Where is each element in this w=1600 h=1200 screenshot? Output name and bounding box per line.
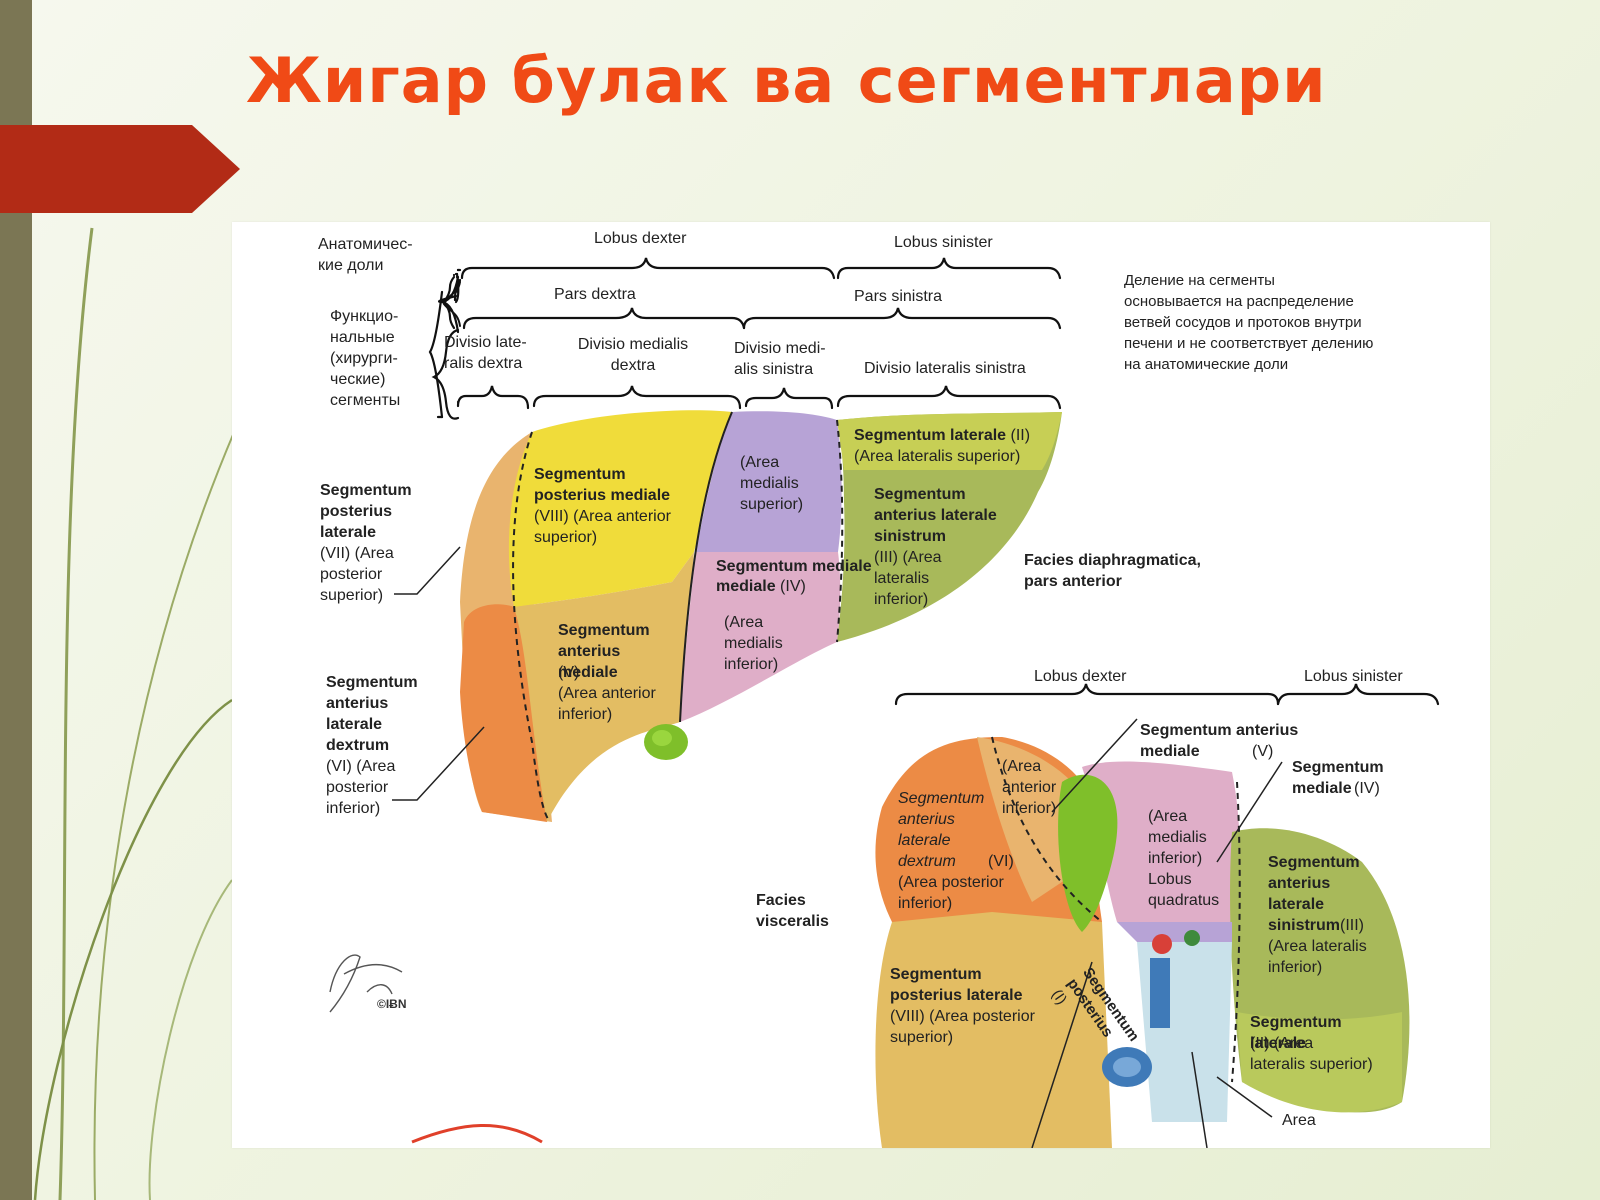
bottom-seg-iii-num: (III)	[1340, 917, 1364, 934]
bottom-seg-v-label: Segmentum anterius mediale	[1140, 722, 1299, 760]
bottom-seg-iv-num: (IV)	[1354, 780, 1380, 797]
bottom-seg-vi-area: (Area posterior inferior)	[898, 874, 1004, 912]
bottom-seg-iv-label: Segmentum mediale	[1292, 759, 1384, 797]
liver-bottom-view	[875, 718, 1410, 1148]
seg-viii-detail: (VIII) (Area anterior superior)	[534, 508, 671, 546]
bottom-seg-viii-detail: (VIII) (Area posterior superior)	[890, 1008, 1035, 1046]
lobus-sinister-label: Lobus sinister	[894, 234, 993, 251]
seg-v-detail: (V) (Area anterior inferior)	[558, 664, 656, 723]
seg-iv-num: (IV)	[780, 578, 806, 595]
pars-dextra-label: Pars dextra	[554, 286, 636, 303]
facies-diaphragmatica-label: Facies diaphragmatica, pars anterior	[1024, 552, 1201, 590]
seg-iii-detail: (III) (Area lateralis inferior)	[874, 549, 942, 608]
bottom-seg-vi-italic: Segmentum anterius laterale dextrum	[898, 790, 985, 870]
bottom-seg-viii-label: Segmentum posterius laterale	[890, 966, 1023, 1004]
bottom-area-cut-label: Area	[1282, 1112, 1316, 1129]
seg-vi-detail: (VI) (Area posterior inferior)	[326, 758, 396, 817]
netter-signature-logo	[329, 954, 403, 1013]
bottom-area-medialis-inferior-lobus: (Area medialis inferior) Lobus quadratus	[1148, 808, 1220, 909]
seg-vii-name: Segmentum posterius laterale	[320, 482, 412, 541]
divisio-medialis-dextra-label: Divisio medialis dextra	[577, 336, 689, 374]
slide-title: Жигар булак ва сегментлари	[246, 44, 1327, 117]
bottom-seg-iii-area: (Area lateralis inferior)	[1268, 938, 1367, 976]
seg-ii-area: (Area lateralis superior)	[854, 448, 1021, 465]
area-medialis-superior: (Area medialis superior)	[740, 454, 804, 513]
icon-logo-mark: ©IɃN	[377, 997, 407, 1011]
segmentation-note: Деление на сегменты основывается на расп…	[1124, 272, 1374, 373]
seg-vi-name: Segmentum anterius laterale dextrum	[326, 674, 418, 754]
area-medialis-inferior: (Area medialis inferior)	[724, 614, 783, 673]
bottom-seg-ii-label: Segmentum laterale	[1250, 1014, 1342, 1052]
pars-sinistra-label: Pars sinistra	[854, 288, 943, 305]
seg-viii-name: Segmentum posterius mediale	[534, 466, 671, 504]
bottom-lobus-dexter-label: Lobus dexter	[1034, 668, 1127, 685]
seg-ii-line: Segmentum laterale (II)	[854, 425, 1030, 446]
functional-segments-label: Функцио- нальные (хирурги- ческие) сегме…	[330, 308, 401, 409]
seg-ii-name: Segmentum laterale	[854, 427, 1007, 444]
liver-top-view	[392, 410, 1062, 823]
liver-segments-diagram: ©IɃN Анатомичес- кие доли Функцио- нальн…	[232, 222, 1490, 1148]
bottom-seg-vi-num: (VI)	[988, 853, 1014, 870]
header-brackets	[428, 257, 1440, 706]
seg-iv-mediale: mediale	[716, 578, 776, 595]
bottom-seg-ii-detail: (II) (Area lateralis superior)	[1250, 1035, 1373, 1073]
anatomical-lobes-label: Анатомичес- кие доли	[318, 236, 413, 274]
bottom-seg-iii-label: Segmentum anterius laterale sinistrum	[1268, 854, 1360, 934]
seg-iv-name: Segmentum mediale	[716, 558, 872, 575]
lobus-dexter-label: Lobus dexter	[594, 230, 687, 247]
divisio-medialis-sinistra-label: Divisio medi- alis sinistra	[734, 340, 826, 378]
arrow-tab-accent	[0, 125, 240, 213]
seg-v-name: Segmentum anterius mediale	[558, 622, 650, 681]
decorative-edge-line	[411, 1124, 543, 1144]
seg-iii-name: Segmentum anterius laterale sinistrum	[874, 486, 997, 545]
divisio-lateralis-dextra-label: Divisio late- ralis dextra	[444, 334, 527, 372]
seg-iv-name-line: mediale (IV)	[716, 576, 806, 597]
facies-visceralis-label: Facies visceralis	[756, 892, 829, 930]
divisio-lateralis-sinistra-label: Divisio lateralis sinistra	[864, 360, 1026, 377]
liver-illustration: ©IɃN	[329, 257, 1440, 1148]
bottom-lobus-sinister-label: Lobus sinister	[1304, 668, 1403, 685]
bottom-seg-v-num: (V)	[1252, 743, 1274, 760]
seg-ii-num: (II)	[1010, 427, 1031, 444]
seg-vii-detail: (VII) (Area posterior superior)	[320, 545, 394, 604]
bottom-area-anterior-inferior: (Area anterior inferior)	[1002, 758, 1057, 817]
